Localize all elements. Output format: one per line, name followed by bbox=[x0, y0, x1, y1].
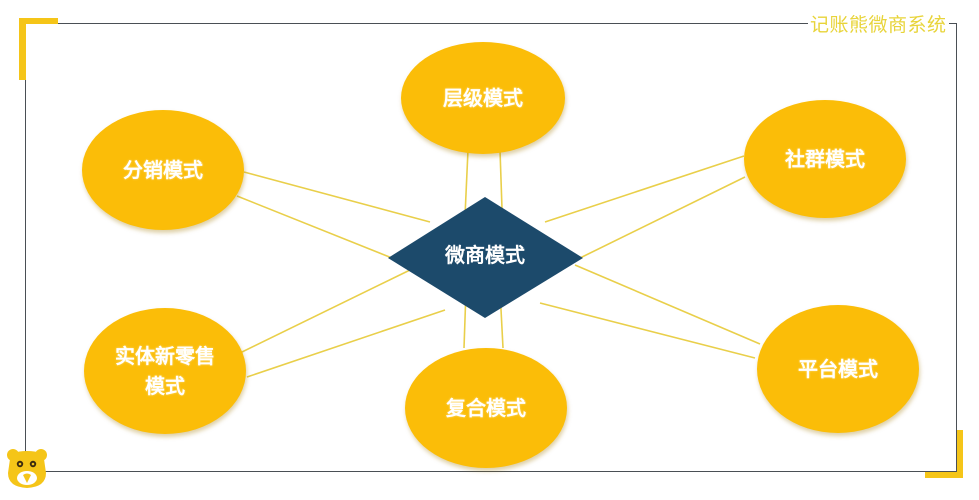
center-diamond bbox=[388, 197, 583, 318]
node-community[interactable]: 社群模式 bbox=[744, 100, 906, 218]
corner-accent-bottom-right bbox=[925, 472, 963, 478]
corner-accent-top-left-vertical bbox=[19, 18, 26, 80]
corner-accent-bottom-right-vertical bbox=[957, 430, 963, 478]
node-label-line2: 模式 bbox=[145, 374, 185, 398]
node-label: 分销模式 bbox=[123, 158, 203, 182]
node-label: 社群模式 bbox=[785, 147, 865, 171]
brand-title: 记账熊微商系统 bbox=[808, 10, 949, 37]
node-compound[interactable]: 复合模式 bbox=[405, 348, 567, 468]
node-hierarchy[interactable]: 层级模式 bbox=[401, 42, 565, 154]
node-label: 层级模式 bbox=[443, 86, 523, 110]
corner-accent-top-left bbox=[19, 18, 58, 24]
node-platform[interactable]: 平台模式 bbox=[757, 305, 919, 433]
node-label: 平台模式 bbox=[798, 357, 878, 381]
node-retail[interactable]: 实体新零售 模式 bbox=[84, 308, 246, 434]
slide-frame bbox=[25, 23, 957, 472]
node-label-line1: 实体新零售 bbox=[115, 344, 215, 368]
bear-icon bbox=[7, 449, 47, 488]
node-label: 复合模式 bbox=[446, 396, 526, 420]
center-node-label: 微商模式 bbox=[445, 243, 525, 267]
node-distribution[interactable]: 分销模式 bbox=[82, 110, 244, 230]
